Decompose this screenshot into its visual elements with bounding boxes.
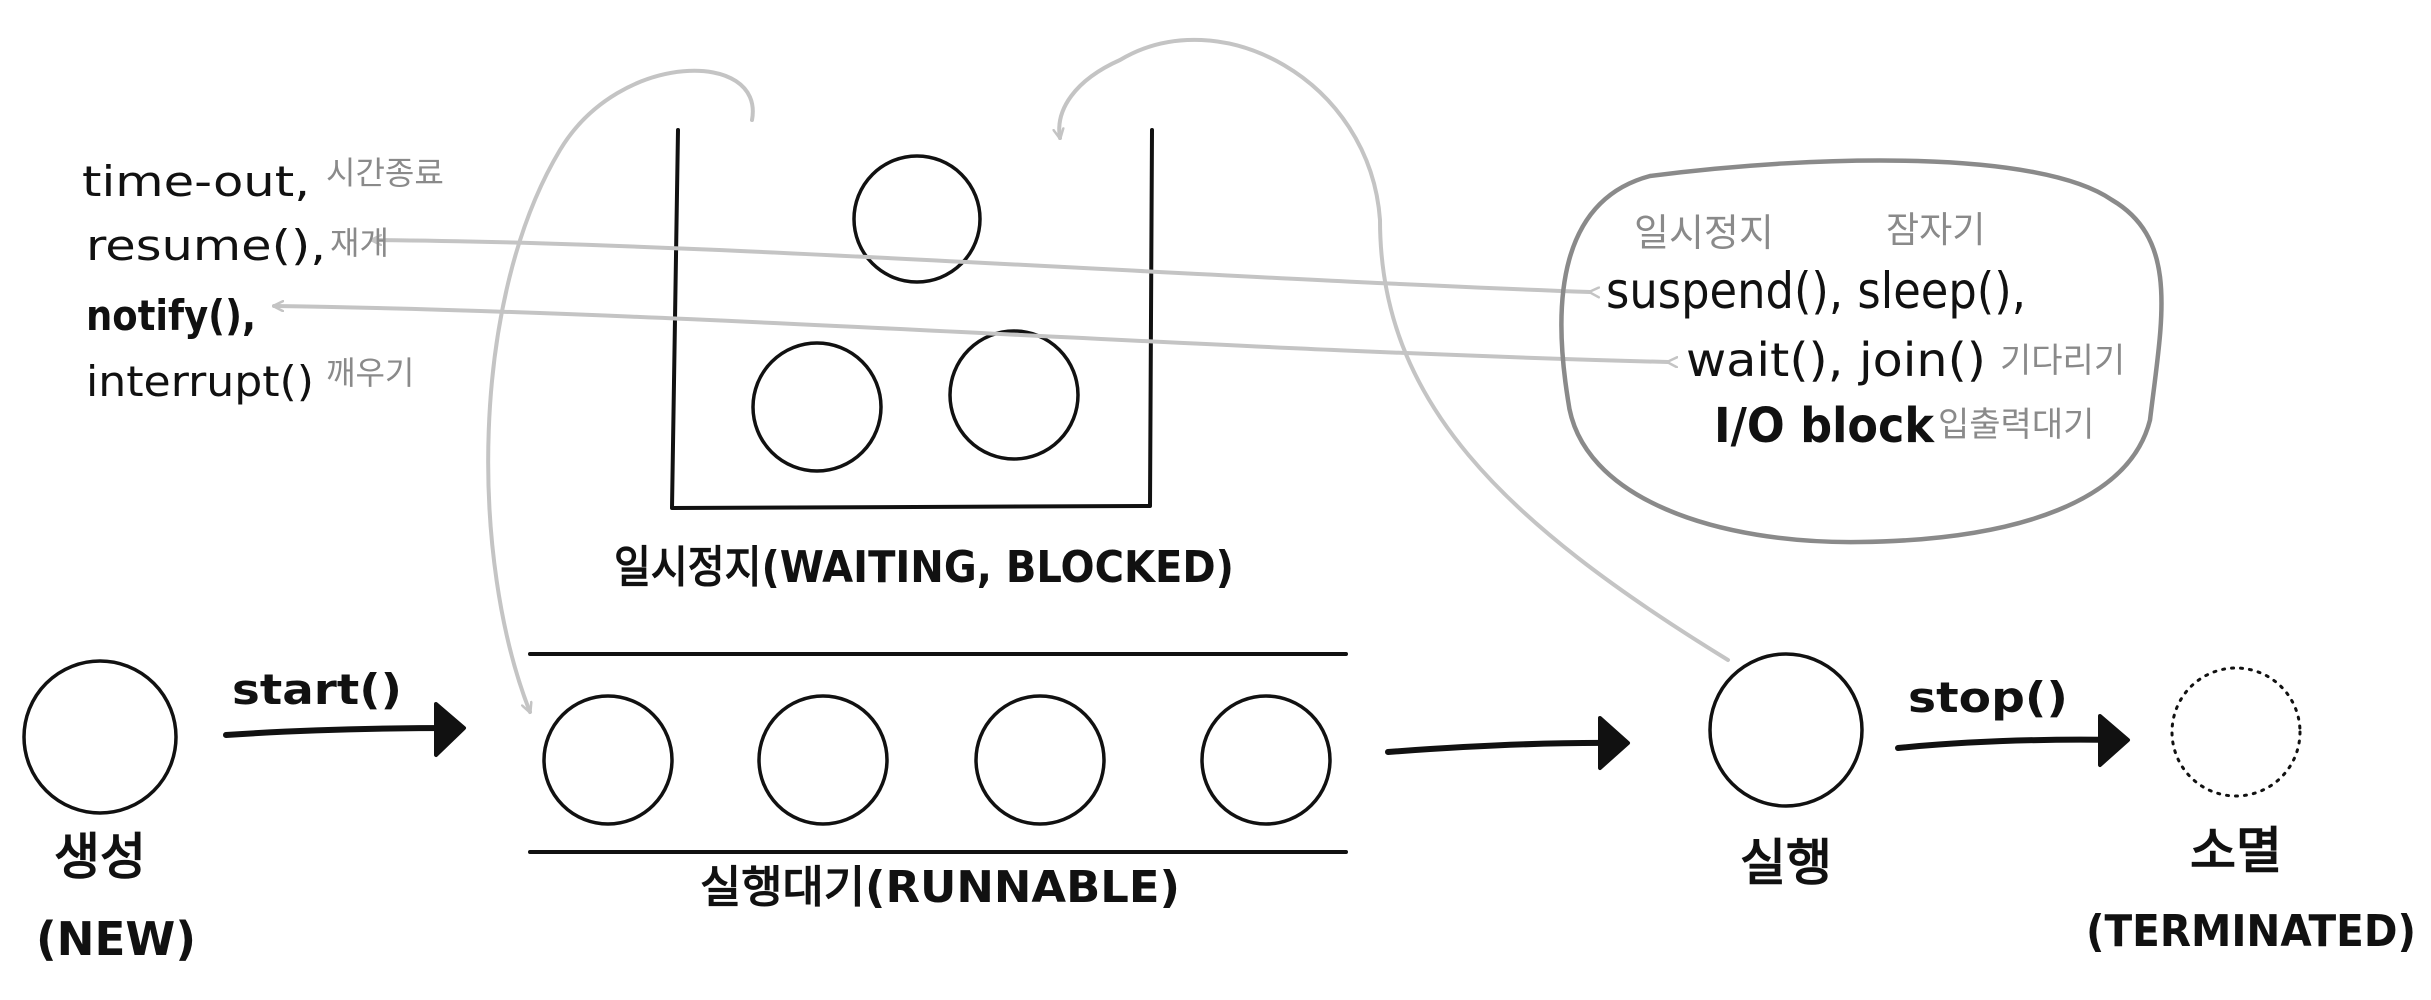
waiting-to-runnable-arrow [486, 68, 755, 712]
stop-method-label: stop() [1908, 673, 2068, 722]
pause-causes-blob [1559, 158, 2164, 545]
runnable-thread-circle [542, 694, 674, 826]
suspend-sleep-methods: suspend(), sleep(), [1606, 262, 2026, 320]
start-method-label: start() [232, 665, 402, 714]
runnable-thread-circle [1200, 694, 1332, 826]
waiting-thread-circle [948, 329, 1080, 461]
resume-method: resume(), [86, 221, 326, 270]
io-block-note: 입출력대기 [1938, 405, 2094, 445]
running-to-waiting-arrow [1059, 37, 1730, 662]
new-state-label-ko: 생성 [54, 828, 146, 886]
stop-transition-arrow [1895, 714, 2130, 767]
pause-header-label: 일시정지 [1634, 211, 1774, 255]
resume-note: 재개 [330, 224, 389, 262]
running-state-circle [1708, 652, 1864, 808]
resume-causes-list: time-out, 시간종료 resume(), 재개 notify(), in… [82, 154, 444, 406]
sleep-header-label: 잠자기 [1886, 210, 1985, 251]
terminated-state-label-ko: 소멸 [2190, 822, 2282, 880]
io-block-method: I/O block [1714, 398, 1935, 454]
timeout-method: time-out, [82, 157, 310, 206]
interrupt-method: interrupt() [86, 357, 314, 406]
waiting-bucket-outline [670, 128, 1154, 510]
dispatch-arrow [1385, 716, 1630, 770]
terminated-state-label-en: (TERMINATED) [2086, 906, 2416, 957]
notify-method: notify(), [86, 291, 256, 340]
new-state-label-en: (NEW) [36, 912, 196, 966]
runnable-state-label: 실행대기(RUNNABLE) [700, 862, 1180, 913]
terminated-state-circle [2170, 666, 2302, 798]
waiting-state-label: 일시정지(WAITING, BLOCKED) [614, 542, 1234, 593]
start-transition-arrow [223, 702, 466, 757]
flow-arrows [274, 37, 1730, 712]
runnable-thread-circle [974, 694, 1106, 826]
new-state-circle [22, 659, 178, 815]
waiting-bucket [670, 128, 1154, 510]
wait-join-note: 기다리기 [2000, 341, 2125, 381]
resume-suspend-arrow [372, 240, 1590, 292]
runnable-thread-circle [757, 694, 889, 826]
interrupt-note: 깨우기 [326, 354, 414, 392]
runnable-queue [528, 652, 1348, 854]
running-state-label: 실행 [1740, 834, 1832, 892]
notify-wait-arrow [274, 306, 1668, 362]
timeout-note: 시간종료 [326, 154, 444, 192]
waiting-thread-circle [751, 341, 883, 473]
wait-join-methods: wait(), join() [1686, 333, 1986, 387]
